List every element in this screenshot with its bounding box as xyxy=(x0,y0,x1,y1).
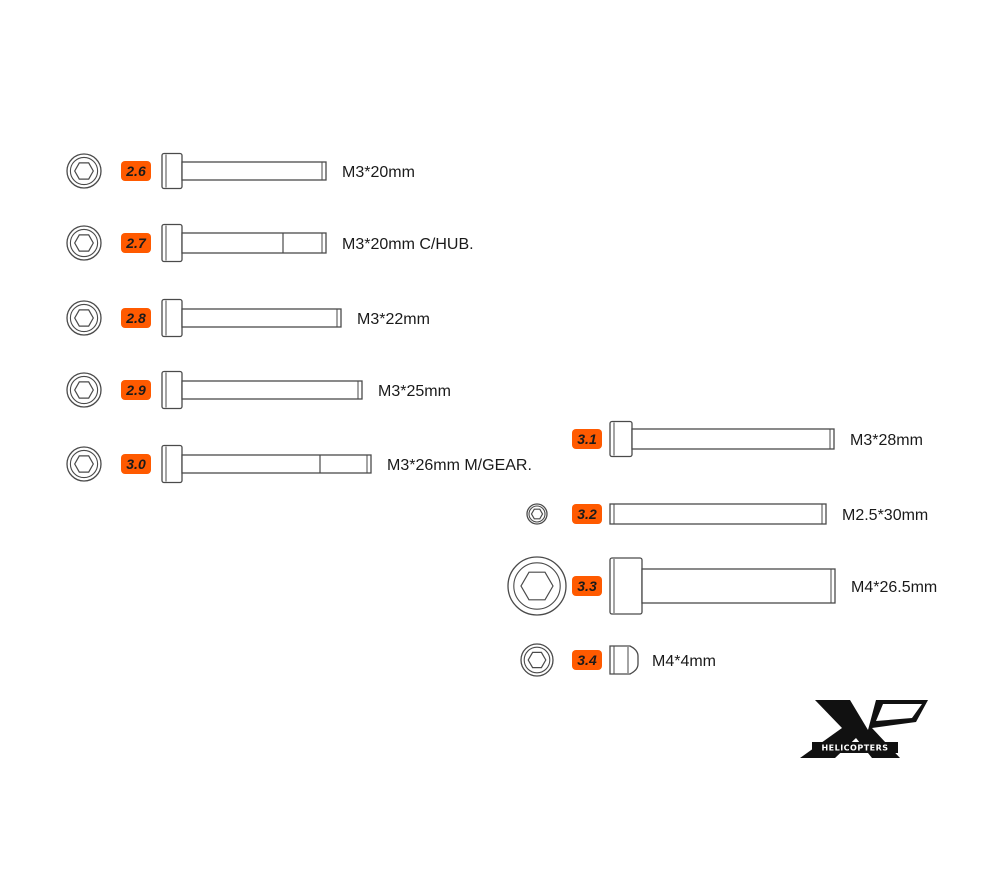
index-label: 3.3 xyxy=(577,578,597,594)
index-badge: 2.9 xyxy=(121,380,151,400)
screw-side-view xyxy=(609,503,827,525)
index-label: 2.9 xyxy=(125,382,146,398)
screw-2-9: 2.9 M3*25mm xyxy=(66,370,451,410)
index-label: 2.6 xyxy=(125,163,146,179)
logo-wordmark: HELICOPTERS xyxy=(821,744,888,753)
size-label: M3*22mm xyxy=(357,311,430,328)
index-badge: 3.4 xyxy=(572,650,602,670)
screw-side-view xyxy=(609,420,835,458)
size-label: M3*26mm M/GEAR. xyxy=(387,457,532,474)
index-badge: 3.1 xyxy=(572,429,602,449)
hex-socket-icon xyxy=(526,503,548,525)
size-label: M3*20mm xyxy=(342,164,415,181)
screw-side-view xyxy=(161,152,327,190)
index-label: 3.1 xyxy=(577,431,597,447)
screw-3-3: 3.3 M4*26.5mm xyxy=(507,556,937,616)
hex-socket-icon xyxy=(66,300,102,336)
index-label: 2.7 xyxy=(125,235,147,251)
screw-side-view xyxy=(161,223,327,263)
index-badge: 2.6 xyxy=(121,161,151,181)
index-badge: 2.8 xyxy=(121,308,151,328)
hex-socket-icon xyxy=(66,225,102,261)
brand-logo: HELICOPTERS xyxy=(800,700,928,758)
hex-socket-icon xyxy=(66,153,102,189)
index-label: 3.2 xyxy=(577,506,597,522)
index-badge: 3.2 xyxy=(572,504,602,524)
size-label: M3*25mm xyxy=(378,383,451,400)
index-badge: 3.3 xyxy=(572,576,602,596)
hex-socket-icon xyxy=(66,446,102,482)
screw-side-view xyxy=(161,370,363,410)
screw-2-8: 2.8 M3*22mm xyxy=(66,298,430,338)
screw-side-view xyxy=(161,444,372,484)
index-label: 3.0 xyxy=(126,456,146,472)
index-badge: 3.0 xyxy=(121,454,151,474)
hex-socket-icon xyxy=(520,643,554,677)
index-label: 3.4 xyxy=(577,652,597,668)
screw-2-7: 2.7 M3*20mm C/HUB. xyxy=(66,223,474,263)
screw-3-1: 3.1 M3*28mm xyxy=(572,420,923,458)
screw-3-4: 3.4 M4*4mm xyxy=(520,643,716,677)
size-label: M3*20mm C/HUB. xyxy=(342,236,474,253)
screw-side-view xyxy=(609,645,639,675)
screw-2-6: 2.6 M3*20mm xyxy=(66,152,415,190)
screw-3-2: 3.2 M2.5*30mm xyxy=(526,503,928,525)
screw-side-view xyxy=(161,298,342,338)
index-badge: 2.7 xyxy=(121,233,151,253)
index-label: 2.8 xyxy=(125,310,146,326)
hex-socket-icon xyxy=(66,372,102,408)
screw-3-0: 3.0 M3*26mm M/GEAR. xyxy=(66,444,532,484)
size-label: M4*4mm xyxy=(652,653,716,670)
size-label: M2.5*30mm xyxy=(842,507,928,524)
size-label: M4*26.5mm xyxy=(851,579,937,596)
screw-side-view xyxy=(609,557,836,615)
hex-socket-icon xyxy=(507,556,567,616)
size-label: M3*28mm xyxy=(850,432,923,449)
